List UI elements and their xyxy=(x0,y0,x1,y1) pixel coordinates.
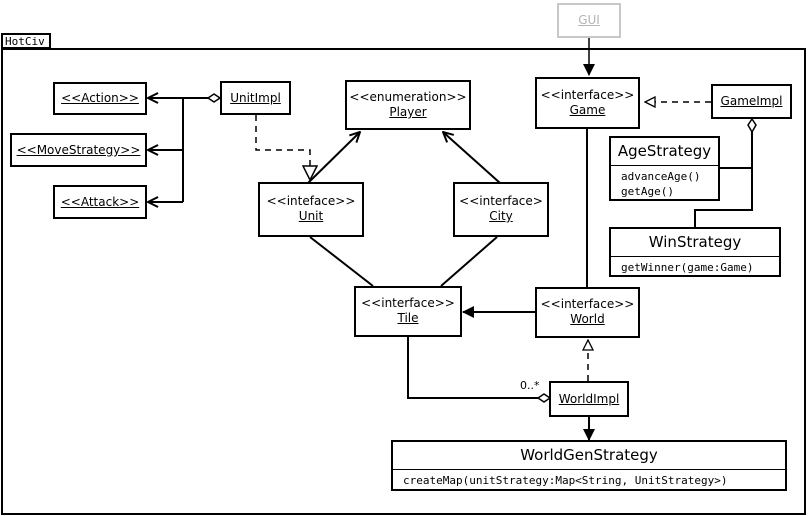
city-tile-link xyxy=(440,236,498,287)
operation-get-winner: getWinner(game:Game) xyxy=(621,261,754,274)
class-world-gen-strategy-name: WorldGenStrategy xyxy=(520,446,658,464)
package-tab: HotCiv xyxy=(1,33,51,49)
win-strategy-operations: getWinner(game:Game) xyxy=(611,256,779,275)
class-city-name: City xyxy=(489,209,513,223)
gui-box[interactable]: GUI xyxy=(557,3,621,38)
tile-worldimpl-link xyxy=(407,337,538,399)
gui-label: GUI xyxy=(578,13,600,27)
age-strategy-operations: advanceAge() getAge() xyxy=(611,165,718,199)
class-tile[interactable]: <<interface>> Tile xyxy=(354,286,462,337)
world-gen-strategy-operations: createMap(unitStrategy:Map<String, UnitS… xyxy=(393,469,785,488)
gameimpl-aggregation-diamond xyxy=(747,117,757,134)
class-age-strategy-name: AgeStrategy xyxy=(617,142,712,160)
unitimpl-aggregation-diamond xyxy=(206,93,222,103)
class-win-strategy-name: WinStrategy xyxy=(648,233,742,251)
package-name: HotCiv xyxy=(5,35,45,48)
unit-tile-link xyxy=(309,236,374,287)
class-world-name: World xyxy=(570,312,605,326)
operation-get-age: getAge() xyxy=(621,185,674,198)
class-attack-name: <<Attack>> xyxy=(60,195,140,209)
class-action-name: <<Action>> xyxy=(61,91,139,105)
gameimpl-aggregation-link xyxy=(694,132,753,228)
class-game-stereotype: <<interface>> xyxy=(540,88,635,102)
class-city[interactable]: <<interface> City xyxy=(453,182,549,237)
multiplicity-label: 0..* xyxy=(520,379,540,392)
class-player[interactable]: <<enumeration>> Player xyxy=(345,80,471,130)
class-unit-name: Unit xyxy=(298,209,324,223)
class-attack[interactable]: <<Attack>> xyxy=(53,185,147,219)
class-tile-name: Tile xyxy=(397,311,419,325)
class-unit-impl[interactable]: UnitImpl xyxy=(220,81,291,115)
class-tile-stereotype: <<interface>> xyxy=(361,296,455,310)
class-unit-impl-name: UnitImpl xyxy=(230,91,281,105)
class-move-strategy[interactable]: <<MoveStrategy>> xyxy=(10,133,147,167)
city-to-player-link xyxy=(443,132,501,184)
worldimpl-aggregation-diamond xyxy=(536,393,552,403)
class-game[interactable]: <<interface>> Game xyxy=(535,77,640,129)
class-world-gen-strategy[interactable]: WorldGenStrategy createMap(unitStrategy:… xyxy=(391,440,787,491)
class-move-strategy-name: <<MoveStrategy>> xyxy=(16,143,141,157)
class-world-stereotype: <<interface>> xyxy=(540,297,635,311)
class-age-strategy[interactable]: AgeStrategy advanceAge() getAge() xyxy=(609,136,720,201)
class-action[interactable]: <<Action>> xyxy=(53,82,147,115)
class-world-impl[interactable]: WorldImpl xyxy=(549,381,629,417)
class-game-impl[interactable]: GameImpl xyxy=(711,84,792,119)
class-game-name: Game xyxy=(569,103,606,117)
class-win-strategy[interactable]: WinStrategy getWinner(game:Game) xyxy=(609,227,781,277)
package-frame xyxy=(1,48,806,515)
class-world-impl-name: WorldImpl xyxy=(558,392,620,406)
operation-create-map: createMap(unitStrategy:Map<String, UnitS… xyxy=(403,474,728,487)
operation-advance-age: advanceAge() xyxy=(621,170,701,183)
class-unit-stereotype: <<inteface>> xyxy=(266,194,356,208)
class-unit[interactable]: <<inteface>> Unit xyxy=(258,182,364,237)
class-player-name: Player xyxy=(389,105,427,119)
class-player-stereotype: <<enumeration>> xyxy=(349,90,467,104)
class-city-stereotype: <<interface> xyxy=(459,194,543,208)
unit-to-player-link xyxy=(307,132,360,184)
class-world[interactable]: <<interface>> World xyxy=(535,287,640,338)
class-game-impl-name: GameImpl xyxy=(720,94,783,108)
unitimpl-realizes-unit xyxy=(255,115,310,180)
